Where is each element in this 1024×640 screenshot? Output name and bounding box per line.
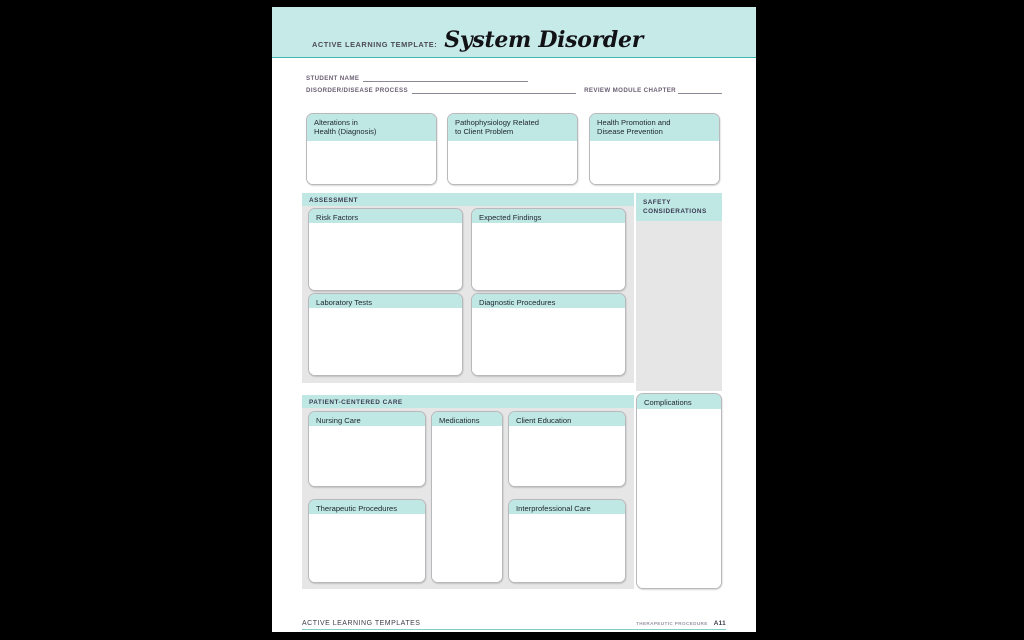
card-interprofessional-care[interactable]: Interprofessional Care (508, 499, 626, 583)
review-module-label: REVIEW MODULE CHAPTER (584, 87, 676, 94)
card-title: Nursing Care (309, 412, 425, 426)
card-title: Interprofessional Care (509, 500, 625, 514)
card-title: Therapeutic Procedures (309, 500, 425, 514)
student-name-input[interactable] (363, 74, 529, 82)
card-title: Alterations in Health (Diagnosis) (307, 114, 436, 141)
page-title: System Disorder (444, 27, 644, 53)
card-medications[interactable]: Medications (431, 411, 503, 583)
card-write-area[interactable] (307, 141, 436, 184)
identity-fields: STUDENT NAME DISORDER/DISEASE PROCESS RE… (306, 70, 722, 94)
card-title: Diagnostic Procedures (472, 294, 625, 308)
footer-category: THERAPEUTIC PROCEDURE (636, 620, 708, 626)
card-title: Risk Factors (309, 209, 462, 223)
card-write-area[interactable] (309, 223, 462, 290)
page-footer: ACTIVE LEARNING TEMPLATES THERAPEUTIC PR… (302, 616, 726, 630)
card-write-area[interactable] (472, 223, 625, 290)
assessment-section-label: ASSESSMENT (302, 193, 634, 206)
card-nursing-care[interactable]: Nursing Care (308, 411, 426, 487)
student-name-row: STUDENT NAME (306, 70, 722, 82)
student-name-label: STUDENT NAME (306, 75, 360, 82)
footer-brand: ACTIVE LEARNING TEMPLATES (302, 620, 421, 627)
card-title: Pathophysiology Related to Client Proble… (448, 114, 577, 141)
card-client-education[interactable]: Client Education (508, 411, 626, 487)
header-title-group: ACTIVE LEARNING TEMPLATE: System Disorde… (312, 29, 643, 51)
card-write-area[interactable] (432, 426, 502, 582)
card-write-area[interactable] (637, 409, 721, 588)
card-write-area[interactable] (472, 308, 625, 375)
footer-page-number: A11 (713, 619, 726, 627)
card-title: Health Promotion and Disease Prevention (590, 114, 719, 141)
card-therapeutic-procedures[interactable]: Therapeutic Procedures (308, 499, 426, 583)
page-bottom-edge (272, 632, 756, 633)
card-title: Laboratory Tests (309, 294, 462, 308)
card-title: Expected Findings (472, 209, 625, 223)
card-complications[interactable]: Complications (636, 393, 722, 589)
safety-considerations-panel[interactable]: SAFETY CONSIDERATIONS (636, 193, 722, 391)
card-health-promotion[interactable]: Health Promotion and Disease Prevention (589, 113, 720, 185)
card-write-area[interactable] (309, 514, 425, 582)
card-write-area[interactable] (309, 426, 425, 486)
safety-write-area[interactable] (636, 221, 722, 391)
safety-considerations-label: SAFETY CONSIDERATIONS (636, 193, 722, 221)
card-alterations-in-health[interactable]: Alterations in Health (Diagnosis) (306, 113, 437, 185)
disorder-process-label: DISORDER/DISEASE PROCESS (306, 87, 408, 94)
card-laboratory-tests[interactable]: Laboratory Tests (308, 293, 463, 376)
patient-centered-care-section-label: PATIENT-CENTERED CARE (302, 395, 634, 408)
card-pathophysiology[interactable]: Pathophysiology Related to Client Proble… (447, 113, 578, 185)
card-title: Client Education (509, 412, 625, 426)
disorder-process-row: DISORDER/DISEASE PROCESS REVIEW MODULE C… (306, 82, 722, 94)
template-kicker: ACTIVE LEARNING TEMPLATE: (312, 40, 438, 49)
page-top-edge (272, 0, 756, 7)
worksheet-page: ACTIVE LEARNING TEMPLATE: System Disorde… (272, 0, 756, 633)
card-expected-findings[interactable]: Expected Findings (471, 208, 626, 291)
footer-meta: THERAPEUTIC PROCEDURE A11 (636, 620, 726, 627)
page-header-banner: ACTIVE LEARNING TEMPLATE: System Disorde… (272, 7, 756, 58)
card-diagnostic-procedures[interactable]: Diagnostic Procedures (471, 293, 626, 376)
card-write-area[interactable] (309, 308, 462, 375)
card-title: Medications (432, 412, 502, 426)
review-module-input[interactable] (678, 86, 722, 94)
card-write-area[interactable] (590, 141, 719, 184)
card-title: Complications (637, 394, 721, 409)
card-write-area[interactable] (509, 426, 625, 486)
card-write-area[interactable] (509, 514, 625, 582)
disorder-process-input[interactable] (411, 86, 577, 94)
card-write-area[interactable] (448, 141, 577, 184)
card-risk-factors[interactable]: Risk Factors (308, 208, 463, 291)
